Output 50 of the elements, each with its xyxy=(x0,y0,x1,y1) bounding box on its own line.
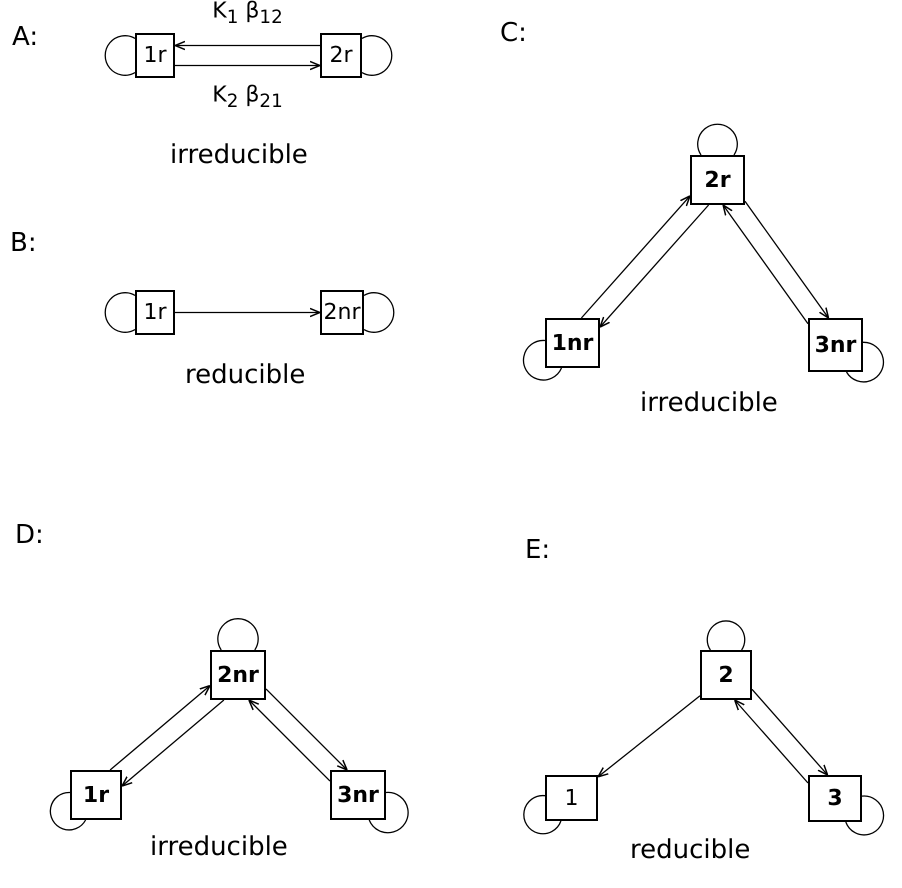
arrow xyxy=(744,200,830,319)
self-loop xyxy=(362,35,392,76)
arrow xyxy=(121,700,224,787)
arrow xyxy=(174,40,320,50)
arrow xyxy=(175,60,321,70)
self-loop xyxy=(522,340,562,381)
self-loop xyxy=(104,292,136,333)
arrow xyxy=(110,684,211,770)
arrow xyxy=(266,688,348,771)
state-box: 1r xyxy=(70,770,122,820)
self-loop xyxy=(846,342,884,382)
arrow xyxy=(580,195,691,318)
state-box: 1 xyxy=(545,775,598,821)
state-box: 1nr xyxy=(545,318,600,368)
arrow xyxy=(175,308,321,318)
arrow xyxy=(599,204,710,328)
caption-text: irreducible xyxy=(150,832,288,862)
state-box: 2nr xyxy=(210,650,266,700)
caption-text: irreducible xyxy=(170,140,308,170)
panel-label: D: xyxy=(15,520,44,550)
state-box: 2nr xyxy=(320,290,364,335)
caption-text: reducible xyxy=(185,360,306,390)
self-loop xyxy=(364,292,394,333)
caption-text: irreducible xyxy=(640,388,778,418)
self-loop xyxy=(706,620,746,650)
panel-label: C: xyxy=(500,18,527,48)
self-loop xyxy=(50,792,86,831)
arrow xyxy=(597,695,700,778)
self-loop xyxy=(697,124,738,156)
self-loop xyxy=(217,618,259,650)
self-loop xyxy=(845,795,884,836)
state-box: 2r xyxy=(690,155,745,205)
panel-label: B: xyxy=(10,228,37,258)
state-box: 3nr xyxy=(808,318,863,372)
self-loop xyxy=(104,35,136,76)
caption-text: reducible xyxy=(630,835,750,865)
self-loop xyxy=(368,792,409,834)
state-box: 2 xyxy=(700,650,752,700)
panel-label: A: xyxy=(12,22,38,52)
state-box: 1r xyxy=(135,290,175,335)
self-loop xyxy=(523,794,562,834)
state-box: 1r xyxy=(135,33,175,78)
panel-label: E: xyxy=(525,535,550,565)
state-box: 3nr xyxy=(330,770,386,820)
arrow xyxy=(752,688,828,776)
arrow xyxy=(248,699,330,782)
state-box: 2r xyxy=(320,33,362,78)
arrow xyxy=(734,699,808,784)
state-box: 3 xyxy=(808,775,862,822)
arrow xyxy=(722,204,809,324)
